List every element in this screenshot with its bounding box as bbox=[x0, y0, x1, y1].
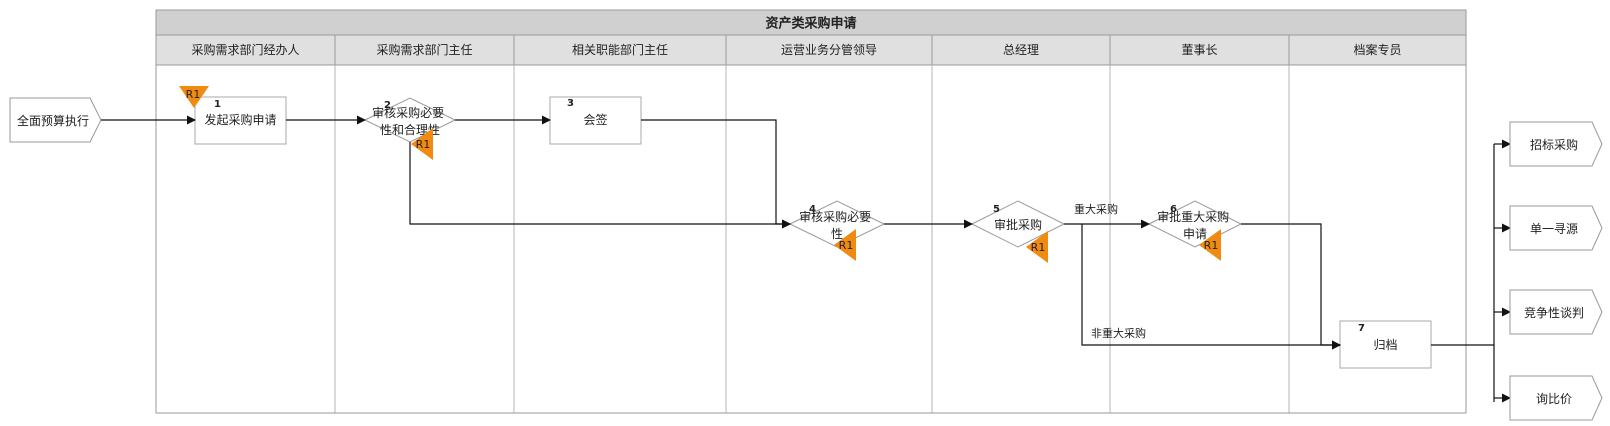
lane-label: 采购需求部门主任 bbox=[376, 42, 472, 57]
risk-badge-2: R1 bbox=[411, 128, 433, 160]
branch-label-major: 重大采购 bbox=[1074, 202, 1118, 216]
risk-badge-6: R1 bbox=[1199, 229, 1221, 261]
step-label: 审核采购必要 性和合理性 bbox=[372, 105, 448, 137]
lane-header-1: 采购需求部门经办人 bbox=[155, 34, 336, 66]
step-label-line: 性 bbox=[831, 227, 843, 241]
lane-label: 相关职能部门主任 bbox=[572, 42, 668, 57]
end-event-label: 询比价 bbox=[1536, 392, 1572, 406]
lane-header-2: 采购需求部门主任 bbox=[334, 34, 515, 66]
risk-label: R1 bbox=[839, 239, 854, 252]
step-label: 审核采购必要 性 bbox=[799, 209, 875, 241]
lane-header-6: 董事长 bbox=[1109, 34, 1290, 66]
end-event-1[interactable]: 招标采购 bbox=[1509, 121, 1603, 167]
risk-badge-5: R1 bbox=[1026, 231, 1048, 263]
risk-label: R1 bbox=[186, 88, 201, 101]
risk-label: R1 bbox=[1031, 241, 1046, 254]
lane-label: 总经理 bbox=[1003, 43, 1039, 57]
step-number: 6 bbox=[1170, 204, 1177, 215]
step-number: 7 bbox=[1358, 323, 1365, 334]
step-label-line: 审批重大采购 bbox=[1157, 209, 1229, 224]
step-2-decision[interactable]: 2 审核采购必要 性和合理性 bbox=[363, 97, 457, 143]
end-event-label: 竞争性谈判 bbox=[1524, 306, 1584, 320]
end-event-4[interactable]: 询比价 bbox=[1509, 375, 1603, 421]
lane-header-5: 总经理 bbox=[931, 34, 1111, 66]
step-label-line: 审核采购必要 bbox=[799, 209, 871, 224]
lane-label: 运营业务分管领导 bbox=[781, 42, 877, 57]
risk-badge-4: R1 bbox=[834, 229, 856, 261]
pool-title-bar bbox=[155, 9, 1467, 36]
step-label: 发起采购申请 bbox=[204, 112, 276, 127]
step-4-decision[interactable]: 4 审核采购必要 性 bbox=[788, 200, 886, 248]
step-label: 归档 bbox=[1373, 338, 1397, 352]
lane-dividers bbox=[334, 65, 1290, 413]
step-5-decision[interactable]: 5 审批采购 bbox=[970, 200, 1066, 248]
step-number: 1 bbox=[214, 99, 221, 110]
step-7-task[interactable]: 7 归档 bbox=[1339, 320, 1432, 369]
end-event-label: 招标采购 bbox=[1530, 137, 1578, 152]
step-3-task[interactable]: 3 会签 bbox=[549, 96, 642, 145]
lane-label: 董事长 bbox=[1181, 43, 1217, 57]
lane-header-3: 相关职能部门主任 bbox=[513, 34, 727, 66]
step-number: 4 bbox=[809, 204, 816, 215]
step-label-line: 审核采购必要 bbox=[372, 105, 444, 120]
branch-label-non-major: 非重大采购 bbox=[1091, 326, 1146, 340]
end-event-3[interactable]: 竞争性谈判 bbox=[1509, 289, 1603, 335]
flow-connectors bbox=[101, 115, 1511, 403]
end-event-2[interactable]: 单一寻源 bbox=[1509, 205, 1603, 251]
lane-label: 档案专员 bbox=[1353, 42, 1401, 57]
start-event[interactable]: 全面预算执行 bbox=[9, 97, 102, 143]
step-label-line: 申请 bbox=[1183, 227, 1207, 241]
risk-badge-1: R1 bbox=[179, 86, 209, 108]
end-event-label: 单一寻源 bbox=[1530, 222, 1578, 236]
step-label: 审批重大采购 申请 bbox=[1157, 209, 1233, 241]
lane-label: 采购需求部门经办人 bbox=[191, 42, 299, 57]
risk-label: R1 bbox=[1204, 239, 1219, 252]
step-number: 2 bbox=[384, 100, 391, 111]
start-event-label: 全面预算执行 bbox=[17, 113, 89, 128]
step-label-line: 性和合理性 bbox=[380, 122, 440, 137]
lane-header-4: 运营业务分管领导 bbox=[725, 34, 933, 66]
step-label: 审批采购 bbox=[994, 217, 1042, 232]
step-6-decision[interactable]: 6 审批重大采购 申请 bbox=[1147, 200, 1243, 248]
lane-header-7: 档案专员 bbox=[1288, 34, 1467, 66]
step-number: 3 bbox=[567, 98, 574, 109]
pool-frame bbox=[155, 9, 1467, 414]
pool-title: 资产类采购申请 bbox=[765, 16, 856, 32]
step-1-task[interactable]: 1 发起采购申请 bbox=[194, 96, 287, 145]
risk-label: R1 bbox=[416, 138, 431, 151]
step-label: 会签 bbox=[583, 112, 607, 127]
step-number: 5 bbox=[993, 204, 1000, 215]
